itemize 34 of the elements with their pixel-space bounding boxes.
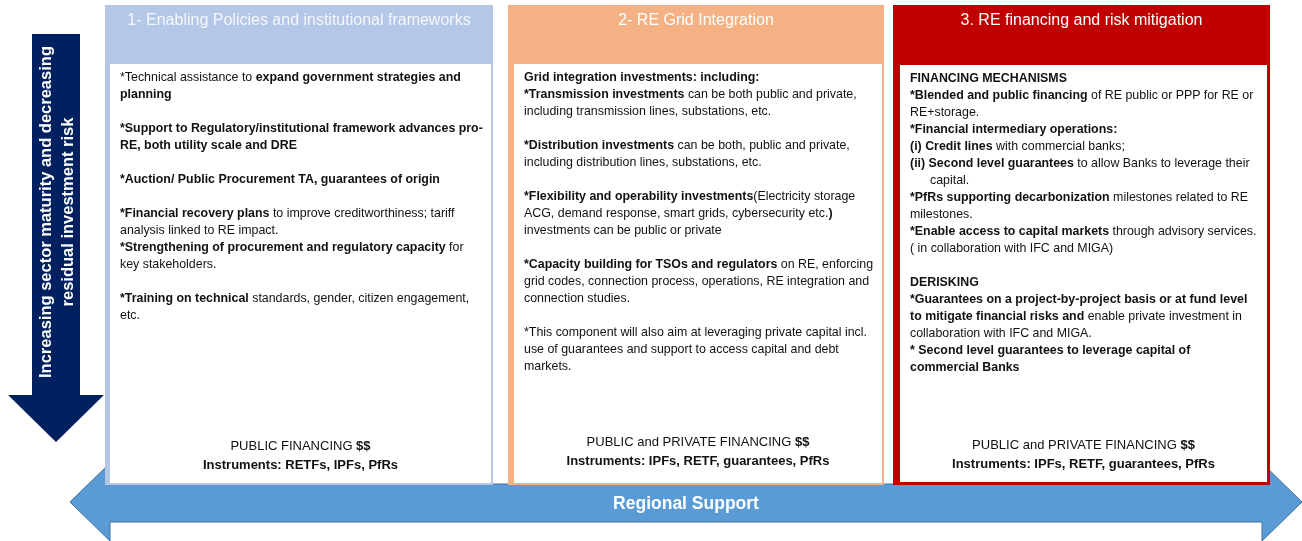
bullet-text: (ii) Second level guarantees to allow Banks to leverage their capital. [910, 155, 1251, 189]
financing-note: Instruments: RETFs, IPFs, PfRs [201, 456, 399, 474]
band-label: Regional Support [613, 492, 759, 514]
column-heading: 3. RE financing and risk mitigation [959, 10, 1204, 30]
financing-note: PUBLIC and PRIVATE FINANCING $$ [585, 433, 811, 451]
bullet-text: *Auction/ Public Procurement TA, guarantees of origin [120, 171, 441, 188]
bullet-text: *Guarantees on a project-by-project basis or at fund level to mitigate financial risks and enable private investment in collaboration with IFC and MIGA. [910, 291, 1249, 342]
bullet-text: *Capacity building for TSOs and regulators on RE, enforcing grid codes, connection process, operations, RE integration and connection studies. [524, 256, 874, 307]
bullet-text: * Second level guarantees to leverage capital of commercial Banks [910, 342, 1192, 376]
axis-label: Increasing sector maturity and decreasing residual investment risk [35, 45, 77, 380]
financing-note: Instruments: IPFs, RETF, guarantees, PfRs [565, 452, 831, 470]
bullet-text: *Support to Regulatory/institutional framework advances pro- RE, both utility scale and DRE [120, 120, 483, 154]
financing-note: PUBLIC and PRIVATE FINANCING $$ [971, 436, 1196, 454]
bullet-text: FINANCING MECHANISMS [910, 70, 1068, 87]
financing-note: Instruments: IPFs, RETF, guarantees, PfRs [951, 455, 1216, 473]
bullet-text: *PfRs supporting decarbonization milestones related to RE milestones. [910, 189, 1250, 223]
bullet-text: *Financial recovery plans to improve creditworthiness; tariff analysis linked to RE impact. [120, 205, 456, 239]
bullet-text: *Financial intermediary operations: [910, 121, 1119, 138]
down-arrow [8, 34, 104, 442]
bullet-text: (i) Credit lines with commercial banks; [910, 138, 1126, 155]
column-heading: 1- Enabling Policies and institutional frameworks [126, 10, 472, 30]
bullet-text: *Flexibility and operability investments(Electricity storage ACG, demand response, smart grids, cybersecurity etc.) investments can be public or private [524, 188, 857, 239]
bullet-text: *Training on technical standards, gender, citizen engagement, etc. [120, 290, 471, 324]
column-heading: 2- RE Grid Integration [617, 10, 775, 30]
bullet-text: *Transmission investments can be both public and private, including transmission lines, substations, etc. [524, 86, 858, 120]
bullet-text: *Technical assistance to expand government strategies and planning [120, 69, 462, 103]
bullet-text: Grid integration investments: including: [524, 69, 761, 86]
bullet-text: *This component will also aim at leveraging private capital incl. use of guarantees and support to access capital and debt markets. [524, 324, 868, 375]
bullet-text: *Strengthening of procurement and regulatory capacity for key stakeholders. [120, 239, 465, 273]
bullet-text: *Blended and public financing of RE public or PPP for RE or RE+storage. [910, 87, 1255, 121]
bullet-text: *Enable access to capital markets through advisory services. ( in collaboration with IFC and MIGA) [910, 223, 1258, 257]
bullet-text: *Distribution investments can be both, public and private, including distribution lines, substations, etc. [524, 137, 851, 171]
financing-note: PUBLIC FINANCING $$ [229, 437, 372, 455]
bullet-text: DERISKING [910, 274, 980, 291]
